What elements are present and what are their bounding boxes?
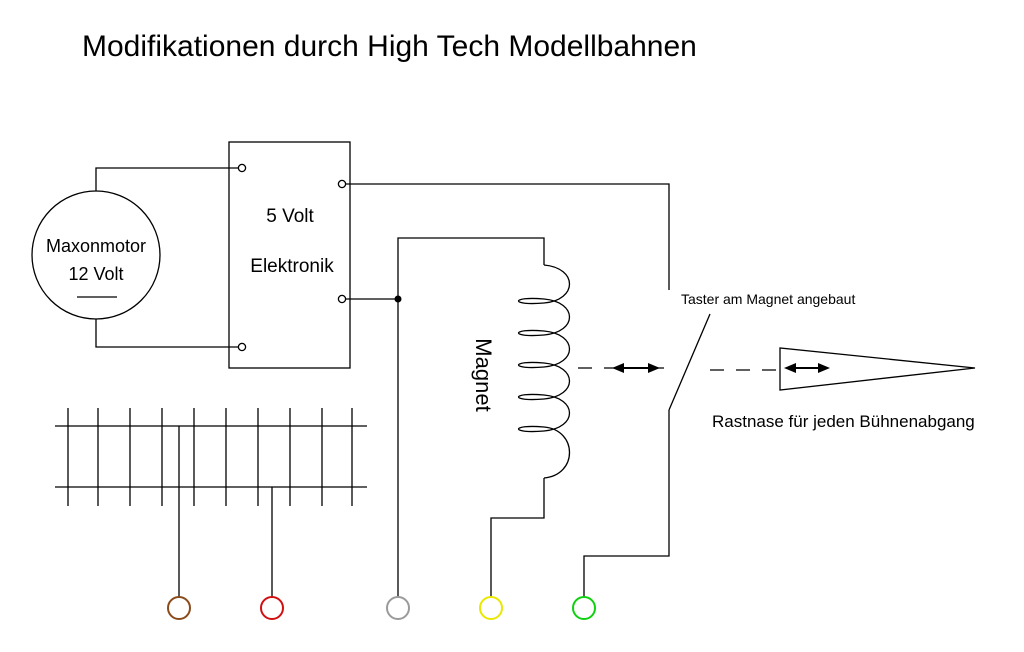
- magnet-label: Magnet: [471, 338, 496, 411]
- detent-double-arrow: [784, 363, 830, 373]
- switch-lever: [668, 313, 711, 411]
- terminal-magnet-out: [337, 294, 347, 304]
- magnet-coil: [518, 264, 571, 479]
- magnet-double-arrow: [612, 363, 660, 373]
- motor-wire-top: [95, 167, 238, 191]
- connector-green: [572, 596, 596, 620]
- motor-voltage-label: 12 Volt: [68, 264, 123, 284]
- electronics-label: Elektronik: [250, 256, 334, 277]
- connector-red: [260, 596, 284, 620]
- electronics-voltage-label: 5 Volt: [266, 206, 314, 227]
- switch-return-wire: [583, 410, 670, 598]
- magnet-bottom-wire: [490, 478, 545, 598]
- terminal-motor-top: [237, 163, 247, 173]
- magnet-top-wire: [397, 237, 545, 600]
- connector-brown: [167, 596, 191, 620]
- switch-label: Taster am Magnet angebaut: [681, 291, 855, 307]
- terminal-motor-bottom: [237, 342, 247, 352]
- detent-wedge: [779, 347, 976, 391]
- connector-gray: [386, 596, 410, 620]
- connector-yellow: [479, 596, 503, 620]
- switch-supply-wire: [346, 183, 670, 290]
- terminal-switch-out: [337, 179, 347, 189]
- detent-label: Rastnase für jeden Bühnenabgang: [712, 412, 975, 431]
- junction-dot: [394, 295, 402, 303]
- electronics-box: [228, 141, 351, 369]
- diagram-title: Modifikationen durch High Tech Modellbah…: [82, 30, 697, 63]
- motor-wire-bottom: [95, 319, 238, 348]
- motor-label: Maxonmotor: [46, 236, 146, 256]
